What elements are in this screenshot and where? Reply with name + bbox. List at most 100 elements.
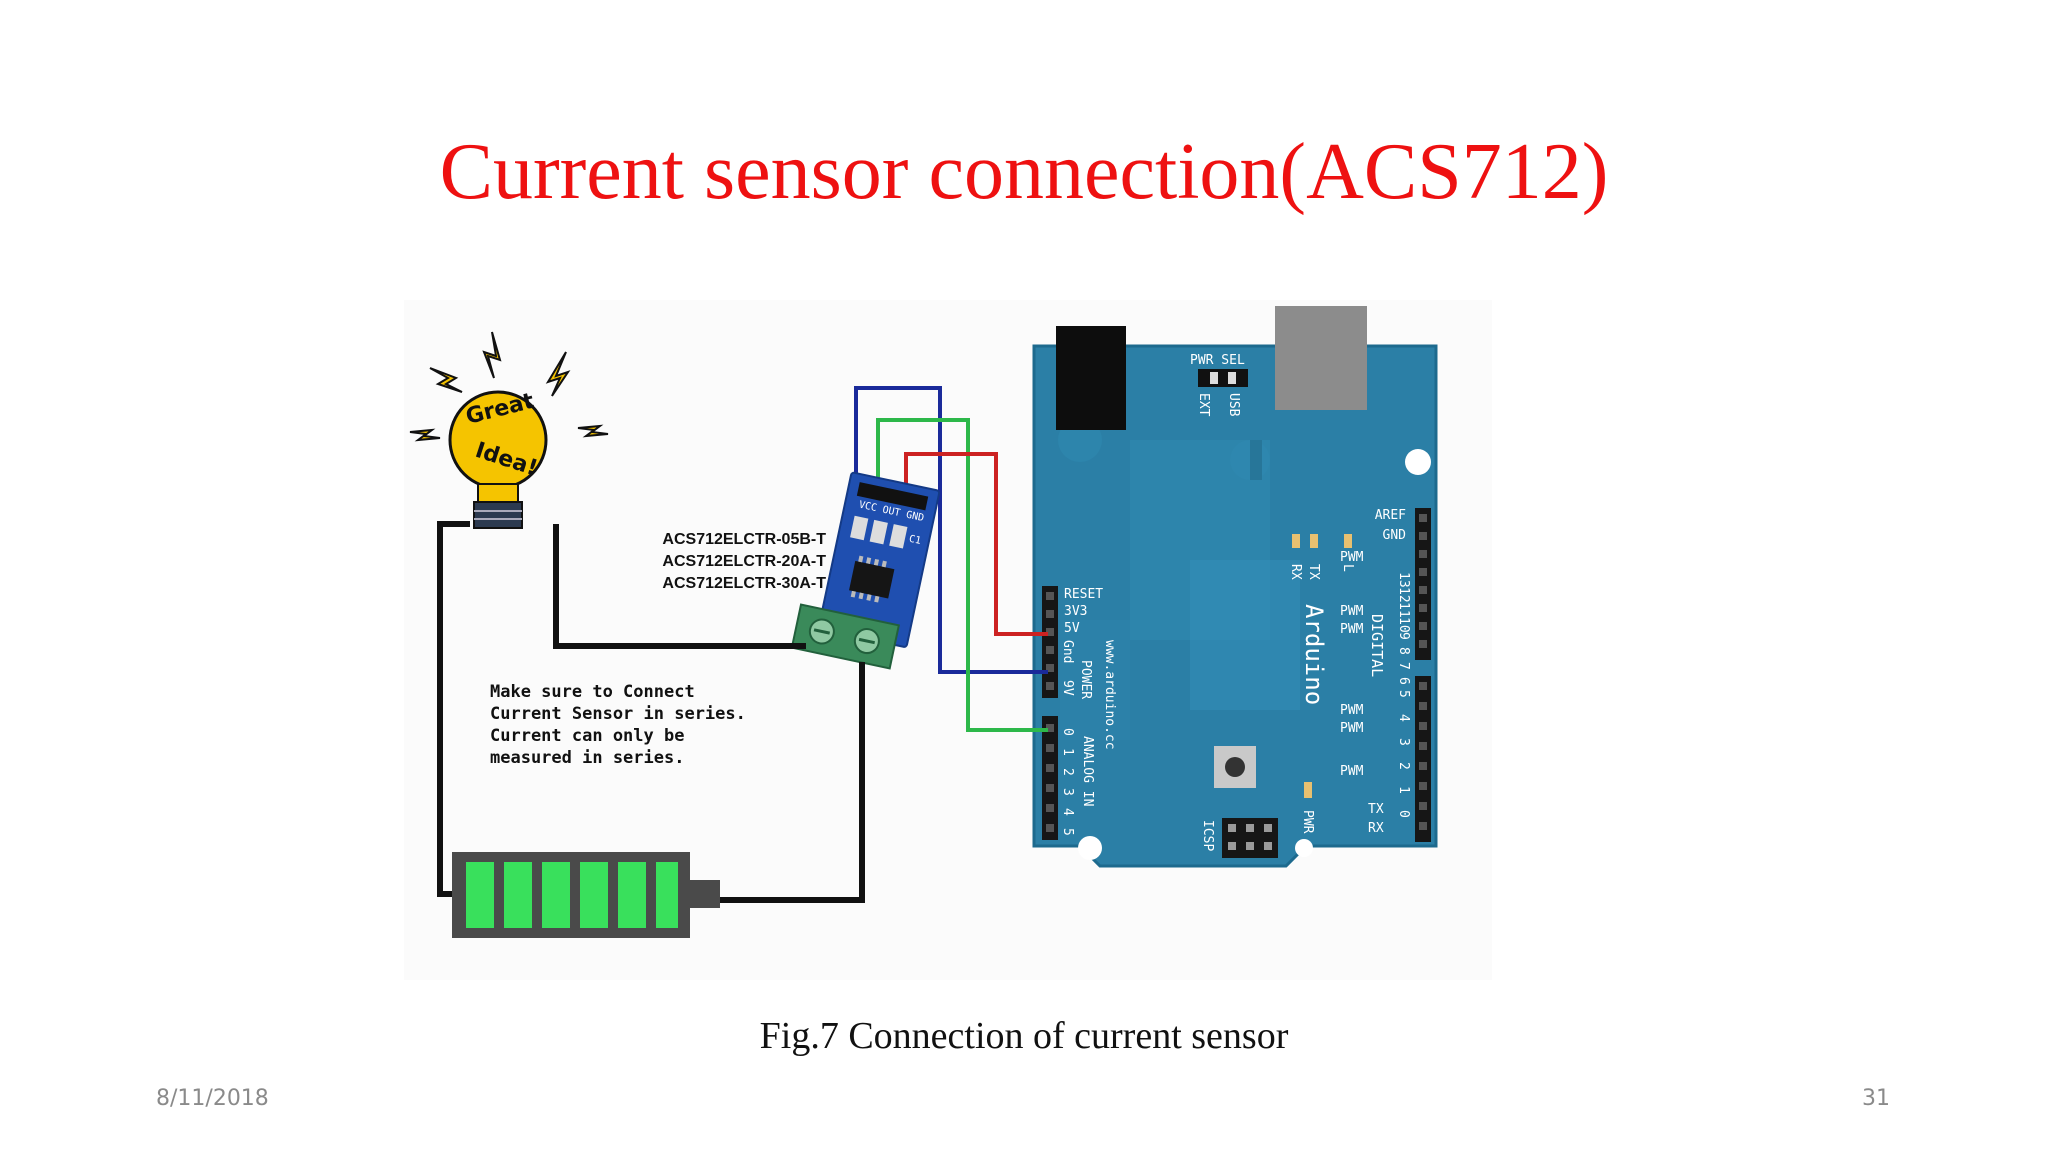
rx-label: RX [1288, 564, 1303, 580]
pwm-label-2: PWM [1340, 604, 1364, 619]
digital-header-hole [1419, 682, 1427, 690]
circuit-wire-top [553, 524, 806, 649]
analog-pin-number: 3 [1060, 788, 1075, 796]
digital-header-hole [1419, 782, 1427, 790]
analog-header-hole [1046, 744, 1054, 752]
digital-header-hole [1419, 722, 1427, 730]
power-header-hole [1046, 646, 1054, 654]
digital-header-hole [1419, 742, 1427, 750]
digital-header-hole [1419, 640, 1427, 648]
v3-label: 3V3 [1064, 604, 1087, 619]
analog-pin-number: 1 [1060, 748, 1075, 756]
power-header-hole [1046, 664, 1054, 672]
rx-pin-label: RX [1368, 821, 1384, 836]
arduino-board: PWR SEL EXT USB AREF GND 131211109876543… [1032, 306, 1438, 868]
power-header-hole [1046, 610, 1054, 618]
note-line-3: Current can only be [490, 726, 684, 746]
gnd-pin-label: Gnd [1060, 640, 1075, 663]
digital-header-hole [1419, 604, 1427, 612]
digital-header-hole [1419, 802, 1427, 810]
analog-header-hole [1046, 804, 1054, 812]
digital-pin-number: 2 [1396, 762, 1411, 770]
digital-pin-number: 7 [1396, 662, 1411, 670]
digital-pin-number: 4 [1396, 714, 1411, 722]
pwm-label-5: PWM [1340, 721, 1364, 736]
power-label: POWER [1078, 660, 1093, 699]
digital-pin-number: 6 [1396, 677, 1411, 685]
gnd-label: GND [1383, 528, 1407, 543]
digital-pin-number: 9 [1396, 632, 1411, 640]
acs712-sensor-module: VCC OUT GND C1 [790, 471, 941, 670]
digital-pin-number: 8 [1396, 647, 1411, 655]
pwm-label-6: PWM [1340, 764, 1364, 779]
pwm-label-3: PWM [1340, 622, 1364, 637]
usb-label: USB [1226, 393, 1241, 417]
digital-pin-number: 5 [1396, 690, 1411, 698]
tx-label: TX [1306, 564, 1321, 580]
digital-header-hole [1419, 822, 1427, 830]
analog-pin-number: 4 [1060, 808, 1075, 816]
power-jack [1056, 326, 1126, 430]
ground-wire [854, 386, 1048, 674]
digital-header-hole [1419, 514, 1427, 522]
analog-header-hole [1046, 724, 1054, 732]
digital-pin-number: 12 [1396, 587, 1411, 603]
v9-label: 9V [1060, 680, 1075, 696]
figure-caption: Fig.7 Connection of current sensor [759, 1015, 1289, 1057]
digital-label: DIGITAL [1368, 614, 1386, 677]
ext-label: EXT [1196, 393, 1211, 417]
sensor-model-2: ACS712ELCTR-20A-T [662, 553, 826, 570]
digital-header-hole [1419, 532, 1427, 540]
power-header-hole [1046, 592, 1054, 600]
usb-port [1275, 306, 1367, 410]
analog-pin-number: 5 [1060, 828, 1075, 836]
analog-pin-number: 0 [1060, 728, 1075, 736]
pwm-label-4: PWM [1340, 703, 1364, 718]
analog-pin-number: 2 [1060, 768, 1075, 776]
tx-pin-label: TX [1368, 802, 1384, 817]
digital-header-hole [1419, 550, 1427, 558]
series-note: Make sure to Connect Current Sensor in s… [490, 682, 746, 768]
arduino-website: www.arduino.cc [1102, 640, 1117, 750]
digital-header-hole [1419, 762, 1427, 770]
note-line-4: measured in series. [490, 748, 684, 768]
aref-label: AREF [1375, 508, 1406, 523]
digital-pin-number: 10 [1396, 617, 1411, 633]
analog-header-hole [1046, 824, 1054, 832]
sensor-chip-label: C1 [908, 534, 922, 547]
circuit-wire-left [437, 521, 470, 897]
pwr-sel-label: PWR SEL [1190, 353, 1245, 368]
analog-header-hole [1046, 764, 1054, 772]
icsp-label: ICSP [1200, 820, 1215, 851]
slide-date: 8/11/2018 [156, 1086, 269, 1111]
power-header-hole [1046, 682, 1054, 690]
analog-header-hole [1046, 784, 1054, 792]
slide-page-number: 31 [1862, 1086, 1890, 1111]
digital-header-hole [1419, 568, 1427, 576]
digital-pin-number: 3 [1396, 738, 1411, 746]
digital-header-hole [1419, 586, 1427, 594]
digital-pin-number: 1 [1396, 786, 1411, 794]
pwm-label-1: PWM [1340, 550, 1364, 565]
analog-in-label: ANALOG IN [1080, 736, 1095, 806]
circuit-wire-right [720, 662, 865, 903]
battery [452, 852, 720, 938]
pwr-led-label: PWR [1300, 810, 1315, 834]
sensor-model-1: ACS712ELCTR-05B-T [662, 531, 826, 548]
digital-header-hole [1419, 622, 1427, 630]
digital-pin-number: 0 [1396, 810, 1411, 818]
l-label: L [1340, 564, 1355, 572]
digital-pin-number: 13 [1396, 572, 1411, 588]
sensor-chip [849, 560, 895, 599]
light-bulb: Great Idea! [409, 331, 609, 529]
power-wire [904, 452, 1048, 636]
sensor-model-3: ACS712ELCTR-30A-T [662, 575, 826, 592]
note-line-1: Make sure to Connect [490, 682, 695, 702]
digital-pin-number: 11 [1396, 602, 1411, 618]
power-header-hole [1046, 628, 1054, 636]
note-line-2: Current Sensor in series. [490, 704, 746, 724]
slide-title: Current sensor connection(ACS712) [439, 128, 1609, 216]
digital-header-hole [1419, 702, 1427, 710]
